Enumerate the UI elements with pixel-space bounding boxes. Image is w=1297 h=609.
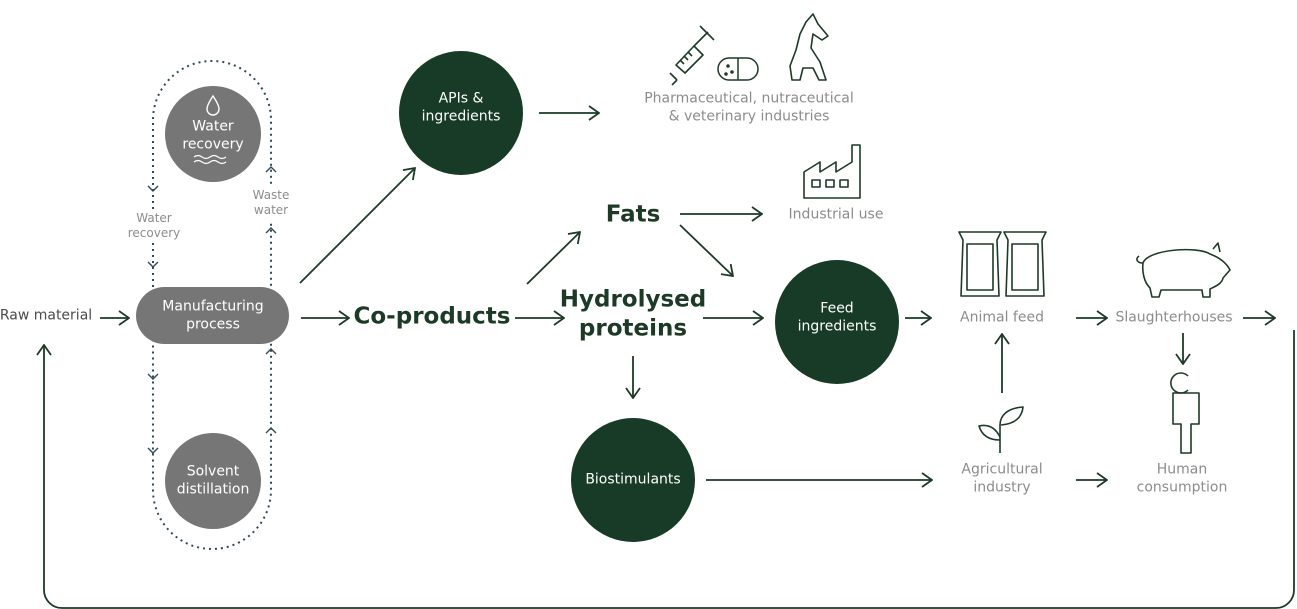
animal-feed-label: Animal feed: [960, 309, 1044, 326]
raw-material-label: Raw material: [0, 307, 93, 324]
waste-water-small-2: water: [253, 203, 289, 217]
solvent-line-1: Solvent: [186, 463, 240, 480]
hydrolysed-line-2: proteins: [578, 315, 688, 341]
human-line-1: Human: [1156, 461, 1208, 478]
dotted-loop: [152, 60, 272, 550]
pharma-label: Pharmaceutical, nutraceutical & veterina…: [644, 91, 854, 126]
feed-label: Feed ingredients: [798, 301, 877, 336]
waste-water-small-1: Waste: [252, 188, 290, 202]
solvent-line-2: distillation: [176, 481, 250, 497]
solvent-label: Solvent distillation: [177, 464, 250, 499]
agricultural-line-2: industry: [973, 479, 1031, 495]
hydrolysed-label: Hydrolysed proteins: [560, 285, 706, 343]
loop-chevrons: [147, 166, 277, 454]
feed-bag-icon: [958, 231, 1047, 297]
fats-label: Fats: [605, 201, 661, 228]
apis-label: APIs & ingredients: [422, 91, 501, 126]
arrows: [44, 113, 1295, 609]
apis-line-1: APIs &: [438, 90, 484, 107]
apis-circle: [399, 51, 523, 175]
manufacturing-label: Manufacturing process: [162, 299, 263, 334]
feed-circle: [775, 260, 899, 384]
feed-line-1: Feed: [820, 300, 854, 317]
human-line-2: consumption: [1136, 479, 1228, 495]
slaughterhouses-label: Slaughterhouses: [1115, 309, 1233, 326]
co-products-label: Co-products: [353, 303, 511, 330]
sprout-icon: [978, 406, 1024, 453]
solvent-circle: [165, 433, 261, 529]
feed-line-2: ingredients: [797, 318, 877, 334]
water-recovery-line-1: Water: [192, 118, 234, 135]
biostimulants-circle: [571, 418, 695, 542]
water-drop-icon: [206, 94, 220, 116]
water-recovery-small-2: recovery: [127, 226, 181, 240]
water-recovery-circle-label: Water recovery: [182, 119, 243, 154]
pill-icon: [717, 57, 759, 81]
waste-water-label: Waste water: [252, 186, 290, 220]
pharma-line-1: Pharmaceutical, nutraceutical: [644, 90, 854, 107]
industrial-use-label: Industrial use: [788, 206, 884, 223]
pharma-line-2: & veterinary industries: [668, 108, 830, 124]
water-recovery-line-2: recovery: [182, 136, 244, 152]
factory-icon: [803, 144, 861, 199]
syringe-icon: [669, 25, 715, 86]
hydrolysed-line-1: Hydrolysed: [559, 286, 707, 313]
agricultural-label: Agricultural industry: [961, 462, 1042, 497]
dog-icon: [789, 13, 829, 81]
person-icon: [1170, 372, 1200, 454]
water-recovery-small-1: Water: [136, 211, 172, 225]
manufacturing-line-1: Manufacturing: [162, 298, 264, 315]
manufacturing-pill: [136, 287, 289, 344]
apis-line-2: ingredients: [421, 108, 501, 124]
agricultural-line-1: Agricultural: [961, 461, 1043, 478]
human-consumption-label: Human consumption: [1137, 462, 1228, 497]
pig-icon: [1136, 242, 1231, 298]
manufacturing-line-2: process: [186, 316, 240, 332]
water-waves: [193, 154, 227, 165]
biostimulants-label: Biostimulants: [585, 471, 681, 488]
water-recovery-label: Water recovery: [127, 209, 181, 243]
water-recovery-circle: [165, 86, 261, 182]
